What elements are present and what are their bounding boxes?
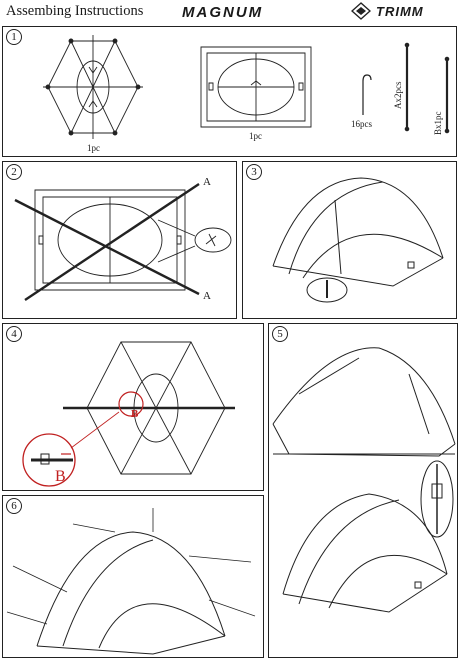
pole-b-icon (445, 57, 449, 133)
step-3-pole-raising-illustration (243, 162, 458, 320)
step-1-number: 1 (6, 29, 22, 45)
flysheet-icon (201, 47, 311, 127)
step-5-panel: 5 (268, 323, 458, 658)
step-6-panel: 6 (2, 495, 264, 658)
step-2-panel: 2 A A (2, 161, 237, 319)
tent-peg-icon (363, 75, 371, 115)
inner-tent-quantity: 1pc (87, 143, 100, 153)
step-3-panel: 3 (242, 161, 457, 319)
step-4-panel: 4 B B (2, 323, 264, 491)
step-4-number: 4 (6, 326, 22, 342)
step-5-number: 5 (272, 326, 288, 342)
step-4-zoom-mark: B (55, 468, 66, 485)
step-1-panel: 1 (2, 26, 457, 157)
peg-quantity: 16pcs (351, 119, 372, 129)
pole-mark-a-bottom: A (203, 290, 211, 302)
page-header: Assembing Instructions MAGNUM TRIMM (0, 0, 460, 26)
pole-b-quantity: Bx1pc (433, 111, 443, 136)
pole-mark-a-top: A (203, 176, 211, 188)
step-1-parts-illustration (3, 27, 458, 158)
inner-tent-icon (43, 35, 143, 139)
page-title: Assembing Instructions (6, 3, 144, 19)
pole-a-quantity: Ax2pcs (393, 81, 403, 110)
flysheet-quantity: 1pc (249, 131, 262, 141)
pole-a-icon (405, 43, 409, 131)
step-6-guy-lines-illustration (3, 496, 265, 659)
brand-name: TRIMM (376, 4, 424, 19)
step-4-pole-mark: B (131, 408, 139, 420)
step-2-number: 2 (6, 164, 22, 180)
brand-logo-icon (351, 2, 371, 20)
step-6-number: 6 (6, 498, 22, 514)
step-3-number: 3 (246, 164, 262, 180)
step-2-pole-crossing-illustration (3, 162, 238, 320)
step-5-flysheet-illustration (269, 324, 459, 659)
product-name: MAGNUM (182, 4, 264, 21)
step-4-inner-tent-illustration (3, 324, 265, 492)
